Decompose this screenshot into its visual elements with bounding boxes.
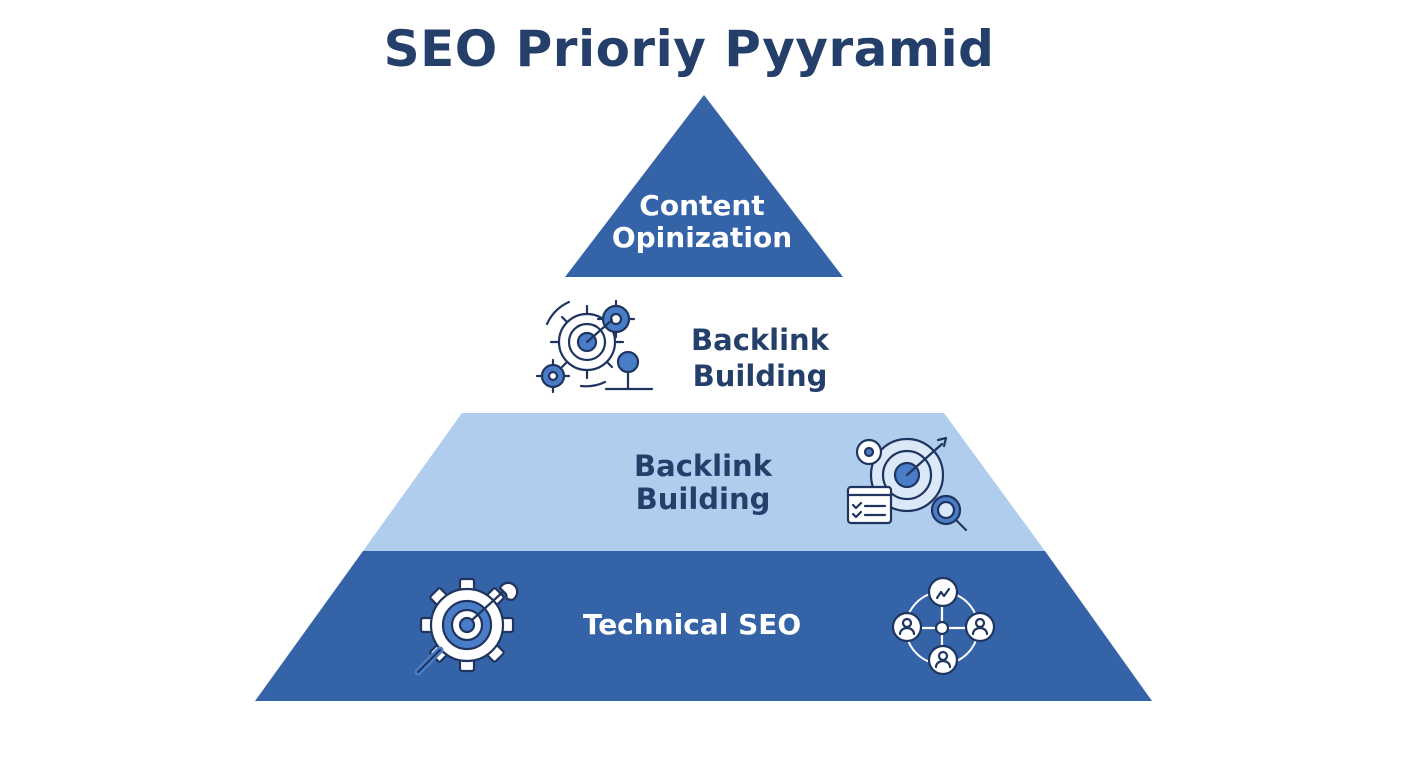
tier-base-label: Technical SEO xyxy=(582,608,802,641)
tier-top-shape xyxy=(565,95,843,277)
tier-band-label: Backlink Building xyxy=(600,450,806,516)
tier-band-label-line2: Building xyxy=(635,482,771,516)
tier-top-label-line2: Opinization xyxy=(611,221,793,254)
gears-target-icon xyxy=(535,299,654,394)
tier-top-label: Content Opinization xyxy=(584,190,820,254)
tier-middle-label-line2: Building xyxy=(692,359,828,393)
user-network-icon xyxy=(891,576,996,676)
tier-base-shape xyxy=(255,551,1152,701)
diagram-title: SEO Prioriy Pyyramid xyxy=(383,20,995,78)
tier-middle-label: Backlink Building xyxy=(664,322,856,394)
tier-band-label-line1: Backlink xyxy=(634,449,772,483)
tier-top-label-line1: Content xyxy=(639,189,765,222)
gear-wrench-search-icon xyxy=(414,577,519,676)
tier-middle-label-line1: Backlink xyxy=(691,323,829,357)
target-checklist-search-icon xyxy=(846,436,968,532)
